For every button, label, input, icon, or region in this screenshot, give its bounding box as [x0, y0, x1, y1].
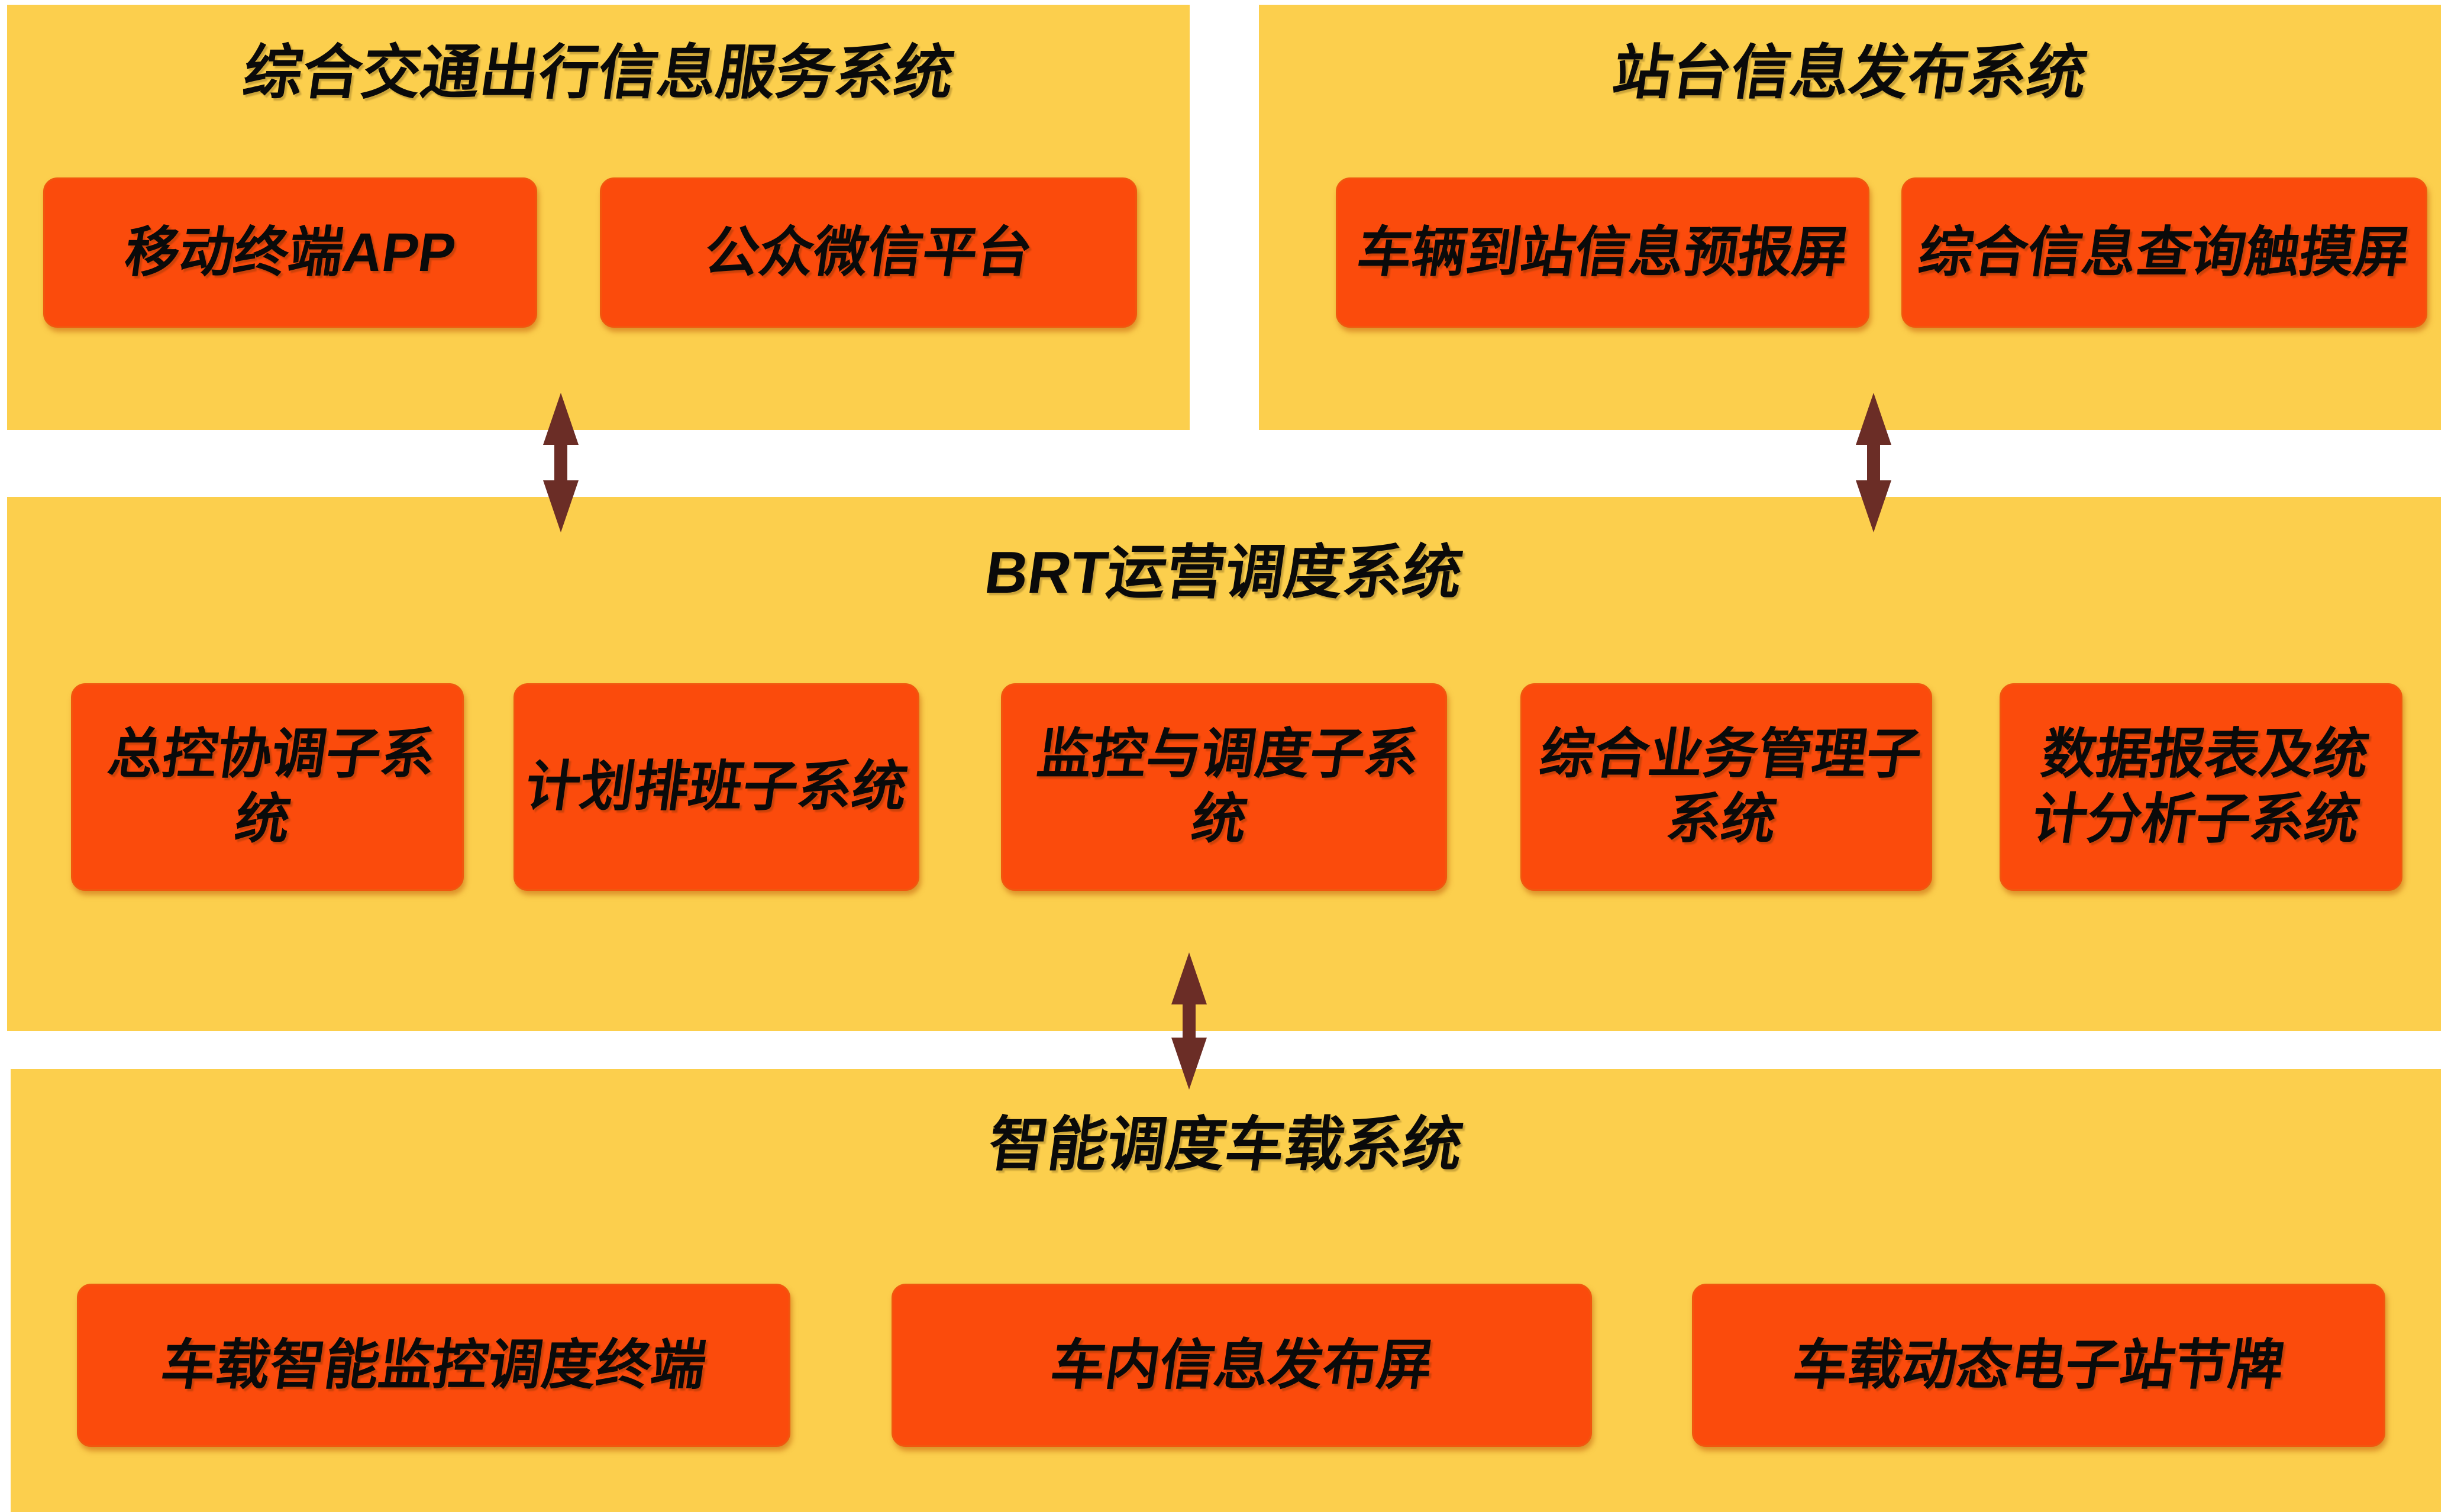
bidirectional-arrow-travel-to-brt [543, 393, 579, 532]
panel-travel-info-service: 综合交通出行信息服务系统 移动终端APP 公众微信平台 [7, 5, 1190, 430]
panel-onboard-title-text: 智能调度车载系统 [984, 1112, 1467, 1178]
box-business-management-subsystem: 综合业务管理子 系统 [1520, 683, 1932, 891]
panel-onboard-system: 智能调度车载系统 车载智能监控调度终端 车内信息发布屏 车载动态电子站节牌 [11, 1069, 2441, 1512]
box-arrival-forecast-screen: 车辆到站信息预报屏 [1336, 177, 1869, 328]
panel-travel-info-title: 综合交通出行信息服务系统 [7, 40, 1190, 106]
box-dynamic-stop-sign-label: 车载动态电子站节牌 [1789, 1335, 2288, 1395]
box-master-control-coordination-subsystem: 总控协调子系 统 [71, 683, 464, 891]
box-mobile-app-label: 移动终端APP [121, 222, 460, 283]
arrow-up-head-icon [543, 393, 579, 445]
box-info-query-touchscreen: 综合信息查询触摸屏 [1901, 177, 2427, 328]
box-invehicle-info-screen-label: 车内信息发布屏 [1047, 1335, 1437, 1395]
panel-platform-info-title-text: 站台信息发布系统 [1609, 40, 2091, 106]
box-wechat-platform: 公众微信平台 [600, 177, 1137, 328]
box-onboard-terminal-label: 车载智能监控调度终端 [157, 1335, 710, 1395]
box-report-statistics-label: 数据报表及统 计分析子系统 [2029, 724, 2373, 850]
bidirectional-arrow-brt-to-onboard [1171, 952, 1207, 1090]
arrow-down-head-icon [543, 480, 579, 532]
box-dynamic-electronic-stop-sign: 车载动态电子站节牌 [1692, 1284, 2385, 1447]
panel-brt-operation-title-text: BRT运营调度系统 [981, 539, 1467, 606]
box-info-query-touchscreen-label: 综合信息查询触摸屏 [1915, 222, 2414, 283]
bidirectional-arrow-platform-to-brt [1856, 393, 1891, 532]
panel-travel-info-title-text: 综合交通出行信息服务系统 [238, 40, 958, 106]
arrow-down-head-icon [1171, 1038, 1207, 1090]
box-onboard-monitoring-dispatch-terminal: 车载智能监控调度终端 [77, 1284, 790, 1447]
panel-brt-operation-dispatch: BRT运营调度系统 总控协调子系 统 计划排班子系统 监控与调度子系 统 综合业… [7, 497, 2441, 1031]
box-arrival-forecast-screen-label: 车辆到站信息预报屏 [1353, 222, 1852, 283]
box-mobile-app: 移动终端APP [43, 177, 537, 328]
box-business-management-label: 综合业务管理子 系统 [1536, 724, 1926, 850]
arrow-stem [1183, 1004, 1196, 1038]
panel-platform-info-release: 站台信息发布系统 车辆到站信息预报屏 综合信息查询触摸屏 [1259, 5, 2441, 430]
box-monitoring-dispatch-subsystem: 监控与调度子系 统 [1001, 683, 1447, 891]
box-master-control-coordination-label: 总控协调子系 统 [104, 724, 440, 850]
arrow-up-head-icon [1171, 952, 1207, 1004]
arrow-stem [554, 445, 567, 480]
panel-platform-info-title: 站台信息发布系统 [1259, 40, 2441, 106]
panel-onboard-title: 智能调度车载系统 [11, 1112, 2441, 1178]
arrow-down-head-icon [1856, 480, 1891, 532]
panel-brt-operation-title: BRT运营调度系统 [7, 539, 2441, 606]
box-plan-scheduling-label: 计划排班子系统 [521, 757, 912, 818]
box-invehicle-info-screen: 车内信息发布屏 [892, 1284, 1592, 1447]
box-monitoring-dispatch-label: 监控与调度子系 统 [1034, 724, 1423, 850]
arrow-stem [1867, 445, 1880, 480]
box-plan-scheduling-subsystem: 计划排班子系统 [514, 683, 919, 891]
box-report-statistics-subsystem: 数据报表及统 计分析子系统 [2000, 683, 2402, 891]
arrow-up-head-icon [1856, 393, 1891, 445]
box-wechat-platform-label: 公众微信平台 [700, 222, 1036, 283]
